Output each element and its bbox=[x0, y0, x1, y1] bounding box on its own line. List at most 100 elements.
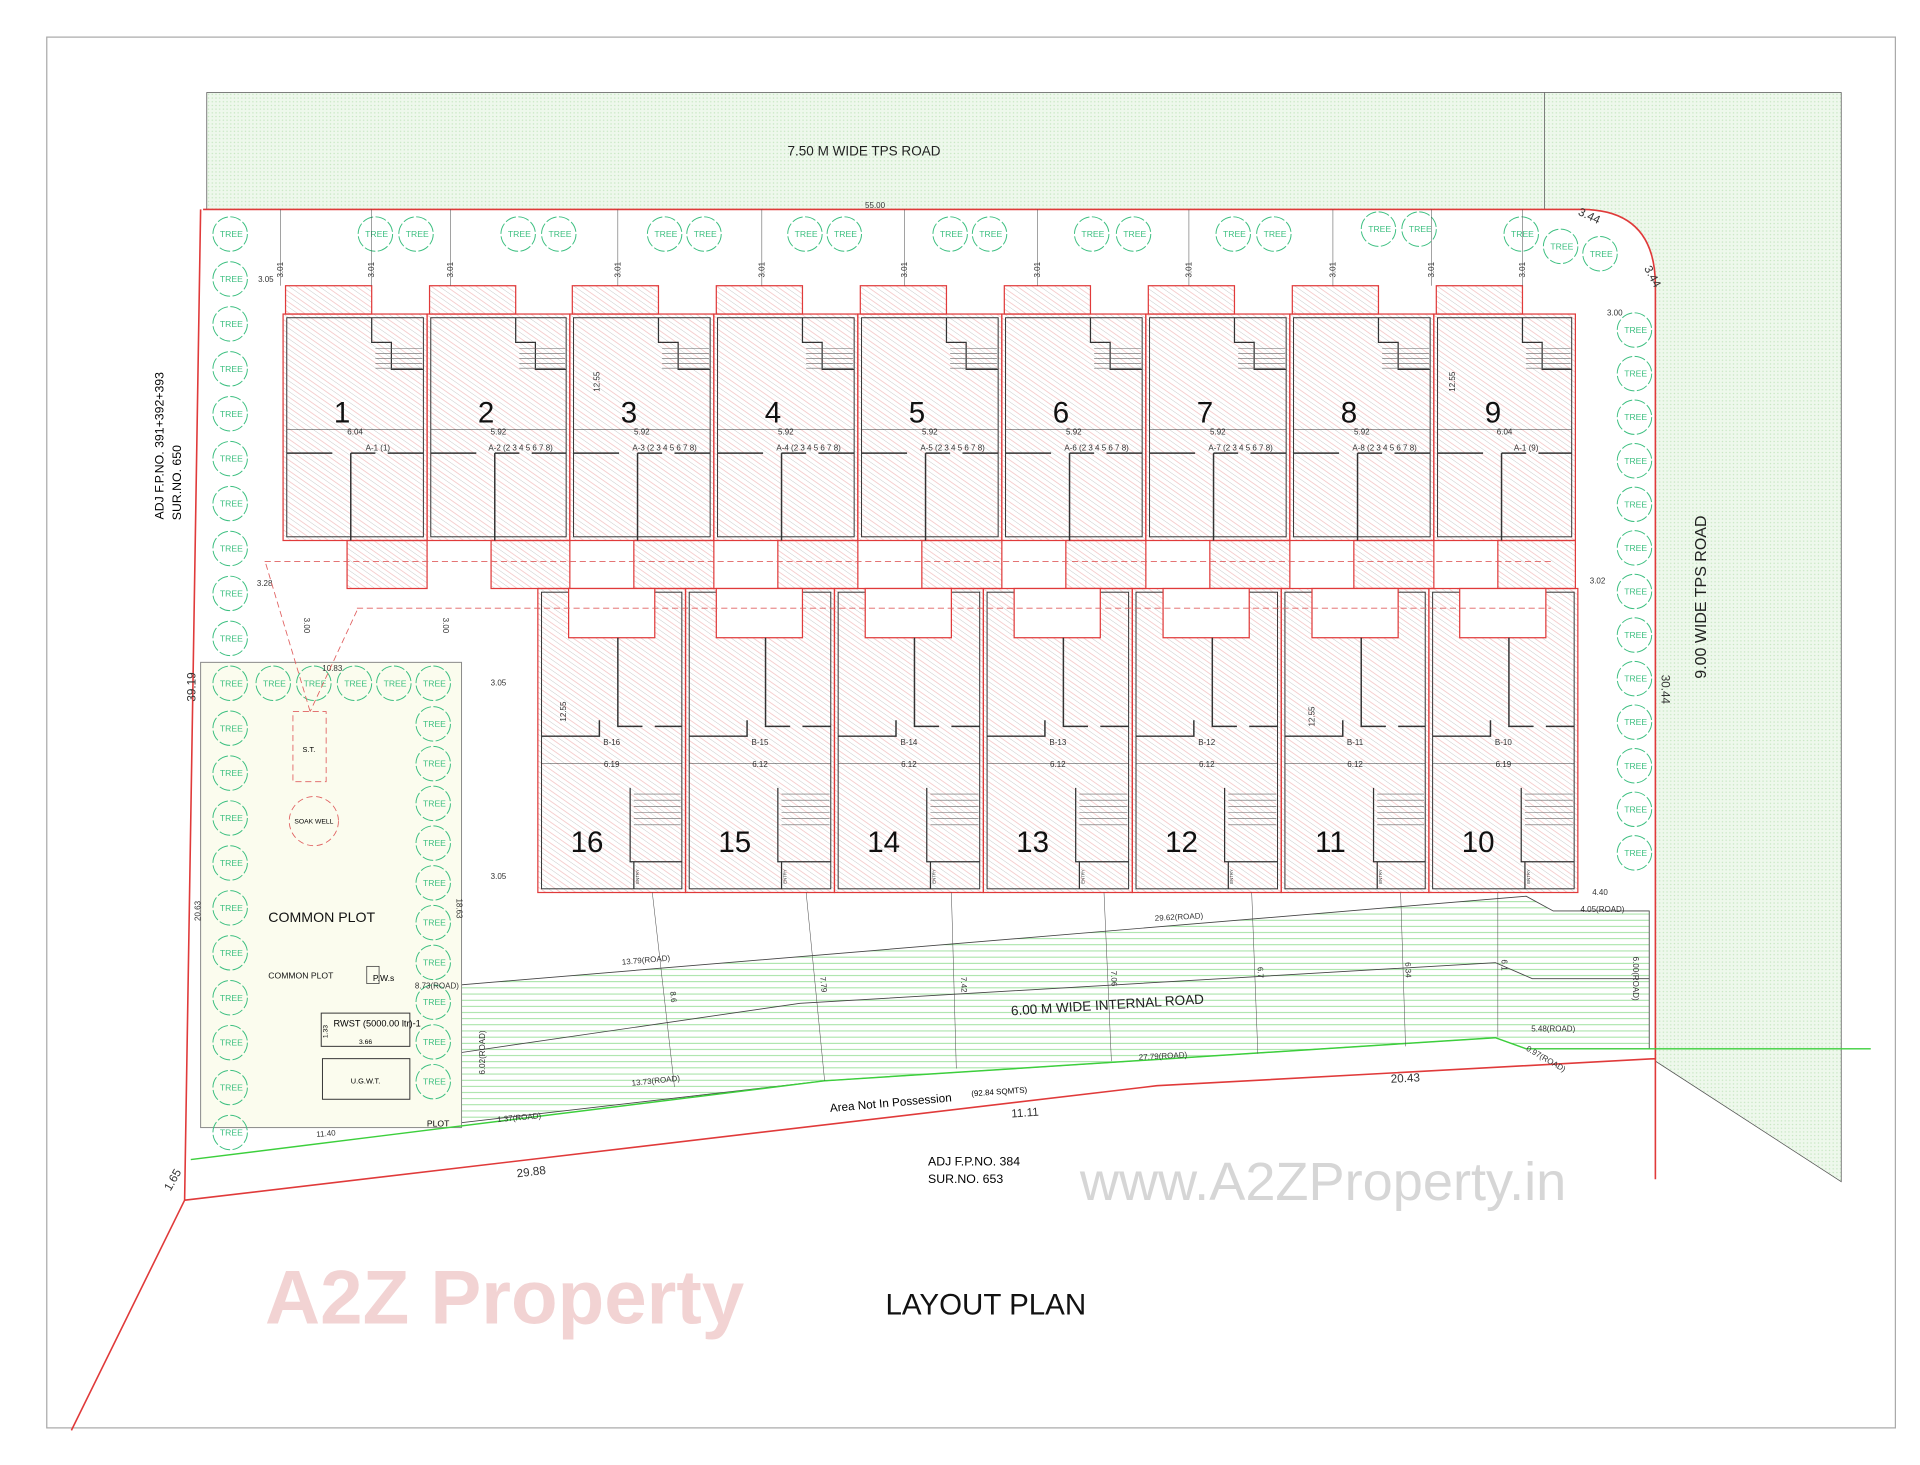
unit-label: A-1 (9) bbox=[1514, 444, 1539, 453]
tree: TREE bbox=[1616, 835, 1653, 871]
common-plot-title: COMMON PLOT bbox=[268, 909, 375, 925]
dimension-label: 1.37(ROAD) bbox=[497, 1111, 542, 1124]
tree-label: TREE bbox=[220, 229, 243, 239]
dimension-label: 6.02(ROAD) bbox=[478, 1030, 487, 1074]
tree-icon bbox=[212, 935, 248, 971]
dimension-label: 3.00 bbox=[441, 618, 450, 634]
tree: TREE bbox=[415, 825, 451, 861]
tree-icon bbox=[415, 984, 451, 1020]
unit-a-7[interactable]: 75.92A-7 (2 3 4 5 6 7 8) bbox=[1145, 285, 1291, 590]
tree: TREE bbox=[255, 665, 291, 701]
unit-label: B-11 bbox=[1347, 738, 1364, 747]
tree: TREE bbox=[1582, 236, 1618, 272]
staircase-wall bbox=[1377, 317, 1431, 371]
tree: TREE bbox=[212, 935, 248, 971]
dimension-label: 3.28 bbox=[257, 579, 273, 588]
tree: TREE bbox=[1616, 530, 1653, 566]
interior-wall bbox=[1284, 637, 1426, 737]
unit-label: A-7 (2 3 4 5 6 7 8) bbox=[1208, 444, 1273, 453]
tree-icon bbox=[1616, 748, 1653, 784]
tree-label: TREE bbox=[220, 993, 243, 1003]
unit-a-8[interactable]: 85.92A-8 (2 3 4 5 6 7 8) bbox=[1289, 285, 1435, 590]
unit-a-1[interactable]: 16.04A-1 (1) bbox=[282, 285, 428, 590]
tree: TREE bbox=[212, 396, 248, 432]
balcony bbox=[428, 285, 517, 315]
tree-icon bbox=[212, 396, 248, 432]
tree-icon bbox=[646, 216, 683, 252]
unit-a-4[interactable]: 45.92A-4 (2 3 4 5 6 7 8) bbox=[713, 285, 859, 590]
tree-icon bbox=[212, 800, 248, 836]
unit-walls bbox=[430, 317, 567, 538]
unit-a-3[interactable]: 35.92A-3 (2 3 4 5 6 7 8) bbox=[569, 285, 715, 590]
tree-icon bbox=[212, 1114, 248, 1151]
tree-icon bbox=[787, 216, 823, 252]
tree: TREE bbox=[686, 216, 722, 252]
dimension-label: 7.79 bbox=[818, 976, 828, 993]
tree-icon bbox=[415, 904, 451, 941]
dimension-label: 7.06 bbox=[1109, 971, 1119, 987]
unit-width: 6.12 bbox=[901, 760, 917, 769]
tree-icon bbox=[376, 665, 412, 701]
unit-a-5[interactable]: 55.92A-5 (2 3 4 5 6 7 8) bbox=[857, 285, 1003, 590]
unit-outline bbox=[1433, 313, 1577, 542]
tree-label: TREE bbox=[423, 798, 446, 808]
unit-number: 5 bbox=[909, 396, 925, 429]
tree-label: TREE bbox=[1624, 587, 1647, 597]
tree-label: TREE bbox=[834, 229, 857, 239]
unit-number: 11 bbox=[1315, 826, 1346, 859]
courtyard bbox=[715, 587, 804, 639]
tree-icon bbox=[1215, 216, 1251, 252]
dimension-label: 11.40 bbox=[316, 1128, 337, 1139]
tree-label: TREE bbox=[220, 903, 243, 913]
unit-walls bbox=[1293, 317, 1431, 538]
unit-width: 6.12 bbox=[1199, 760, 1215, 769]
setback-dimension: 3.01 bbox=[1427, 261, 1436, 277]
tree: TREE bbox=[212, 485, 248, 522]
dimension-label: 3.00 bbox=[1607, 308, 1623, 317]
tree: TREE bbox=[415, 1024, 451, 1060]
adjacent-bottom-line2: SUR.NO. 653 bbox=[928, 1172, 1003, 1186]
unit-a-6[interactable]: 65.92A-6 (2 3 4 5 6 7 8) bbox=[1001, 285, 1147, 590]
dimension-label: 12.55 bbox=[1448, 371, 1457, 392]
tree: TREE bbox=[212, 351, 248, 387]
tree: TREE bbox=[1360, 211, 1397, 247]
unit-a-2[interactable]: 25.92A-2 (2 3 4 5 6 7 8) bbox=[426, 285, 571, 590]
staircase-wall bbox=[801, 317, 855, 371]
setback-dimension: 3.01 bbox=[757, 261, 766, 277]
dimension-label: 5.48(ROAD) bbox=[1531, 1025, 1575, 1034]
dimension-label: 10.83 bbox=[322, 664, 343, 673]
tree-label: TREE bbox=[384, 678, 407, 688]
tree-label: TREE bbox=[1223, 229, 1246, 239]
dimension-label: 6.7 bbox=[1256, 967, 1265, 979]
tree-icon bbox=[971, 216, 1008, 252]
unit-number: 1 bbox=[334, 396, 350, 429]
unit-number: 16 bbox=[571, 826, 604, 859]
unit-a-9[interactable]: 96.04A-1 (9) bbox=[1433, 285, 1577, 590]
tree: TREE bbox=[212, 530, 248, 567]
right-road-label: 9.00 WIDE TPS ROAD bbox=[1693, 515, 1710, 678]
tree: TREE bbox=[1616, 573, 1653, 610]
tree-label: TREE bbox=[549, 229, 572, 239]
tree-icon bbox=[212, 216, 248, 252]
setback-dimension: 3.01 bbox=[1184, 261, 1193, 277]
adjacent-left-line1: ADJ F.P.NO. 391+392+393 bbox=[153, 372, 167, 520]
tree: TREE bbox=[1616, 355, 1653, 392]
rwst-depth: 1.33 bbox=[322, 1025, 329, 1038]
unit-number: 2 bbox=[478, 396, 494, 429]
tree-icon bbox=[336, 665, 373, 701]
staircase-wall bbox=[945, 317, 999, 371]
tree: TREE bbox=[212, 261, 248, 297]
tree-icon bbox=[212, 755, 248, 791]
tree-icon bbox=[415, 706, 451, 742]
unit-rear bbox=[1353, 539, 1435, 590]
unit-outline bbox=[1145, 313, 1291, 542]
interior-wall bbox=[1005, 452, 1143, 541]
tree: TREE bbox=[212, 890, 248, 926]
